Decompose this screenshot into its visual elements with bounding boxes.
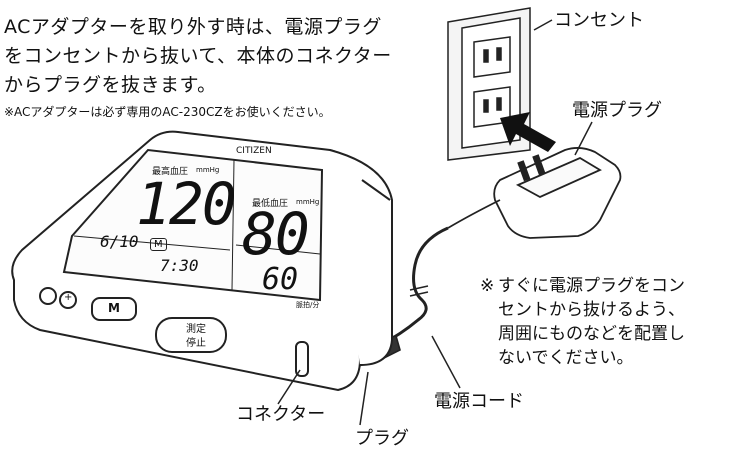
plus-button[interactable]: + (64, 292, 73, 303)
start-button-label[interactable]: 測定 (186, 324, 206, 335)
time-display: 7:30 (160, 256, 199, 275)
adapter-note: ※ACアダプターは必ず専用のAC-230CZをお使いください。 (4, 105, 331, 119)
side-note-line-1: すぐに電源プラグをコン (498, 276, 685, 296)
outlet-label: コンセント (554, 10, 644, 31)
power-cord-leader (431, 335, 461, 389)
diastolic-value: 80 (242, 200, 310, 268)
instruction-line-1: ACアダプターを取り外す時は、電源プラグ (4, 16, 382, 38)
plug-leader (359, 371, 369, 426)
insert-arrow (500, 112, 556, 152)
brand-logo: CITIZEN (236, 146, 272, 156)
pulse-value: 60 (262, 262, 299, 297)
ac-adapter (447, 147, 622, 239)
cord-break-mark (409, 285, 429, 297)
stop-button-label[interactable]: 停止 (186, 338, 206, 349)
side-note-line-2: セントから抜けるよう、 (498, 300, 685, 320)
wall-outlet (447, 7, 531, 161)
side-note-line-4: ないでください。 (498, 348, 634, 368)
plug-label: プラグ (355, 428, 409, 449)
side-note-mark: ※ (480, 276, 495, 296)
memory-indicator: M (150, 238, 167, 251)
diastolic-unit: mmHg (296, 198, 320, 206)
power-cord-label: 電源コード (434, 391, 524, 412)
instruction-line-2: をコンセントから抜いて、本体のコネクター (4, 45, 392, 67)
side-note-line-3: 周囲にものなどを配置し (498, 324, 685, 344)
systolic-label: 最高血圧 (152, 167, 189, 177)
memory-button[interactable]: M (108, 301, 120, 315)
systolic-value: 120 (136, 170, 237, 238)
pulse-label: 脈拍/分 (296, 301, 320, 309)
diastolic-label: 最低血圧 (252, 199, 289, 209)
power-plug-leader (574, 121, 593, 156)
date-display: 6/10 (100, 232, 139, 251)
outlet-leader (533, 19, 553, 31)
systolic-unit: mmHg (196, 166, 220, 174)
power-plug-label: 電源プラグ (572, 100, 662, 121)
connector-leader (277, 369, 301, 405)
connector-label: コネクター (236, 404, 326, 425)
instruction-line-3: からプラグを抜きます。 (4, 74, 217, 96)
bp-monitor (11, 130, 393, 392)
